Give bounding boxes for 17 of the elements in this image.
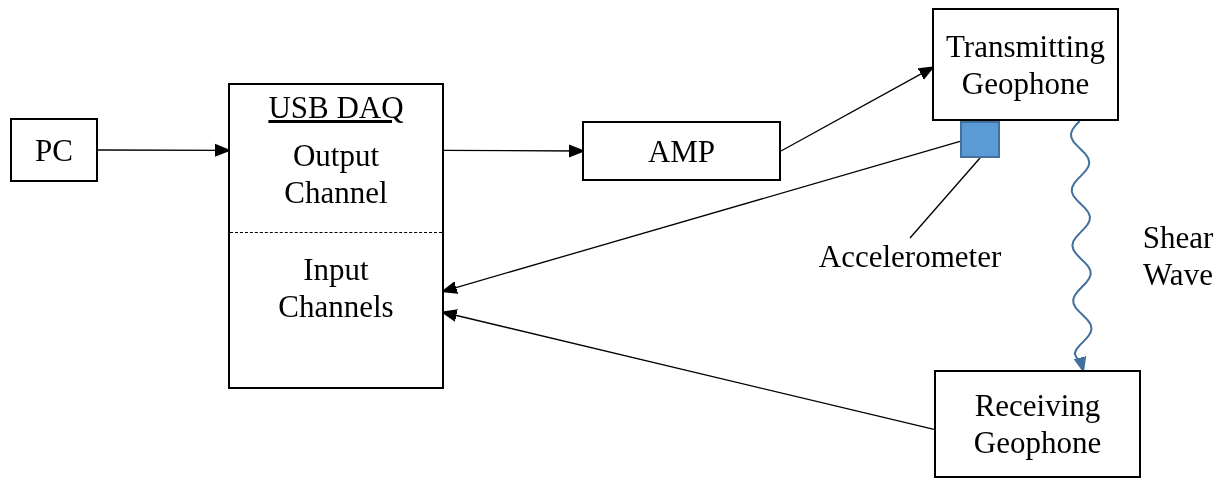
process-box [934,370,1141,478]
process-box [932,8,1119,121]
box-label: Receiving Geophone [972,387,1103,461]
leader-line [909,157,981,239]
device-box [228,83,444,389]
box-label: PC [35,131,73,169]
box-label: AMP [647,132,716,170]
process-box [582,121,781,181]
box-label: Input Channels [277,251,395,325]
box-label: Output Channel [283,137,389,211]
sensor-box [960,121,1000,158]
box-heading: USB DAQ [268,89,404,126]
box-label: Transmitting Geophone [944,27,1107,102]
component-label: Accelerometer [795,238,1025,275]
wave-arrow [1070,120,1093,373]
arrow [780,66,934,152]
process-box [10,118,98,182]
